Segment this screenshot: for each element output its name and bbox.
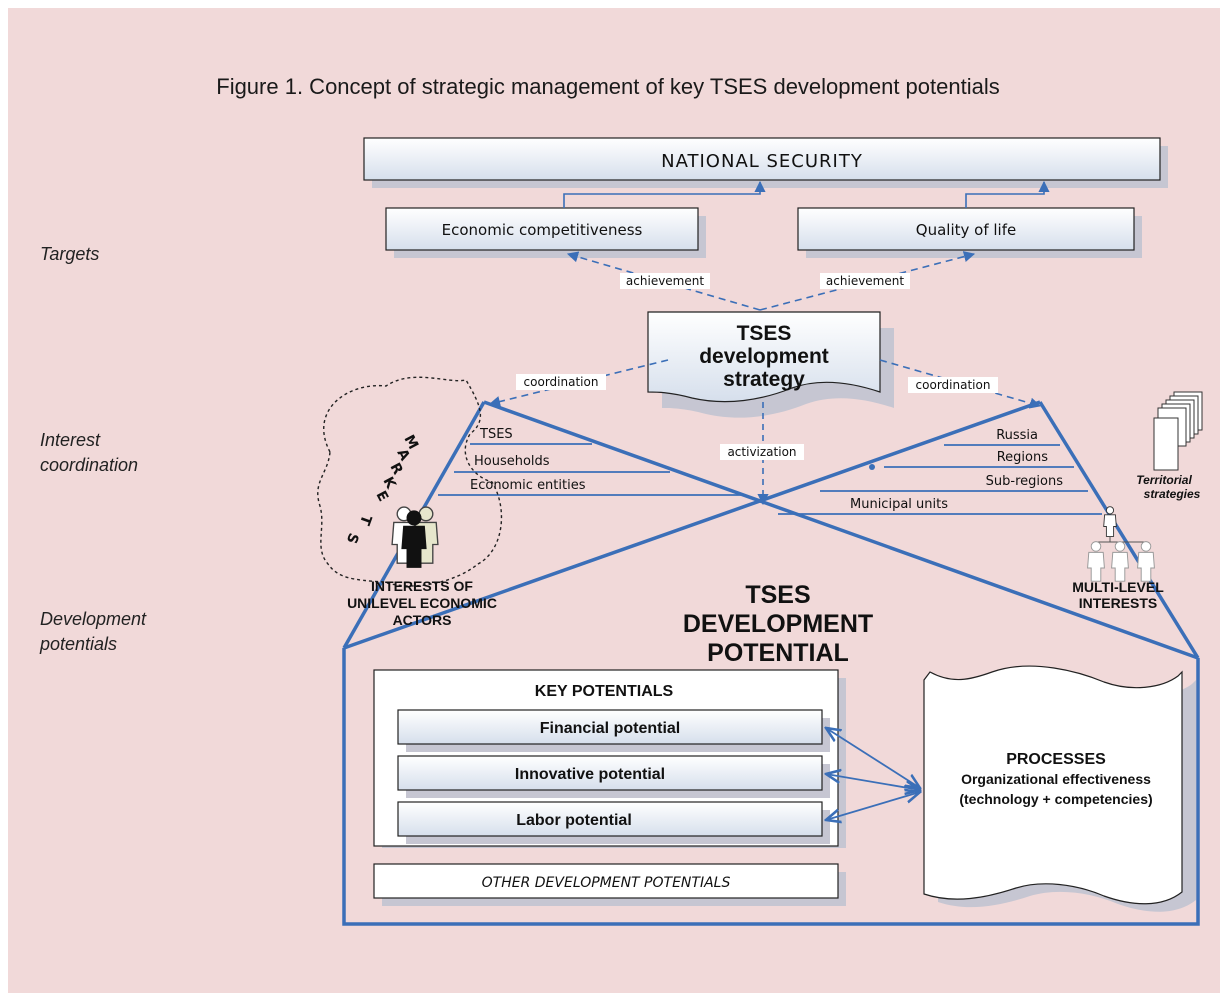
economic-competitiveness-label: Economic competitiveness xyxy=(442,221,643,239)
potential-frame xyxy=(342,400,1200,926)
right-level-subregions: Sub-regions xyxy=(986,474,1064,489)
quality-of-life-box xyxy=(797,207,1135,251)
key-potentials-header: KEY POTENTIALS xyxy=(535,683,674,700)
quality-of-life-label: Quality of life xyxy=(916,221,1016,239)
coordination-right-label: coordination xyxy=(916,378,991,392)
regions-node xyxy=(869,464,875,470)
multilevel-hierarchy-icon xyxy=(1087,506,1155,582)
labor-potential-label: Labor potential xyxy=(516,812,632,829)
financial-potential-label: Financial potential xyxy=(540,720,680,737)
left-level-lines xyxy=(438,443,744,496)
achievement-left-tag xyxy=(620,273,710,289)
arrow-labor-processes xyxy=(826,792,920,820)
innovative-potential-label: Innovative potential xyxy=(515,766,665,783)
markets-letter-r: R xyxy=(386,460,405,477)
markets-letter-t: T xyxy=(356,513,374,528)
left-level-economic-entities: Economic entities xyxy=(470,478,586,493)
labor-potential-box xyxy=(397,801,823,837)
potential-title-line-2: DEVELOPMENT xyxy=(683,610,873,638)
markets-letter-s: S xyxy=(343,531,361,546)
row-label-interest-1: Interest xyxy=(40,430,101,450)
strategy-document xyxy=(647,311,881,403)
processes-line-2: (technology + competencies) xyxy=(959,791,1152,807)
right-level-russia: Russia xyxy=(996,428,1038,443)
territorial-line-2: strategies xyxy=(1144,487,1201,501)
left-level-households: Households xyxy=(474,454,550,469)
national-security-box xyxy=(363,137,1161,181)
right-level-regions: Regions xyxy=(997,450,1049,465)
markets-letter-m: M xyxy=(400,432,421,452)
economic-competitiveness-box xyxy=(385,207,699,251)
other-potentials-label: OTHER DEVELOPMENT POTENTIALS xyxy=(482,875,731,891)
achievement-right-label: achievement xyxy=(826,274,904,288)
row-label-dev-1: Development xyxy=(40,609,147,629)
coordination-left-label: coordination xyxy=(524,375,599,389)
left-caption-line-1: INTERESTS OF xyxy=(371,578,473,594)
row-label-dev-2: potentials xyxy=(39,634,117,654)
strategy-line-1: TSES xyxy=(737,322,792,345)
processes-scroll xyxy=(923,665,1183,905)
right-level-lines xyxy=(778,444,1102,515)
arrow-coordination-left xyxy=(488,359,669,408)
right-level-municipal: Municipal units xyxy=(850,497,948,512)
left-caption-line-2: UNILEVEL ECONOMIC xyxy=(347,595,497,611)
arrow-coordination-right xyxy=(879,359,1042,409)
potential-title-line-3: POTENTIAL xyxy=(707,639,849,667)
markets-cloud xyxy=(317,376,503,587)
potential-title-line-1: TSES xyxy=(745,581,810,609)
activization-label: activization xyxy=(727,445,796,459)
markets-letter-a: A xyxy=(393,446,412,463)
activization-tag xyxy=(720,444,804,460)
strategy-line-2: development xyxy=(699,345,829,368)
concept-diagram: Figure 1. Concept of strategic managemen… xyxy=(39,74,1203,926)
left-level-tses: TSES xyxy=(479,427,513,442)
row-label-interest-2: coordination xyxy=(40,455,138,475)
markets-letter-e: E xyxy=(372,488,391,504)
other-potentials-box xyxy=(373,863,839,899)
right-caption-line-1: MULTI-LEVEL xyxy=(1072,579,1164,595)
achievement-left-label: achievement xyxy=(626,274,704,288)
innovative-potential-box xyxy=(397,755,823,791)
national-security-label: NATIONAL SECURITY xyxy=(661,151,863,172)
left-caption-line-3: ACTORS xyxy=(393,612,452,628)
coordination-right-tag xyxy=(908,377,998,393)
territorial-line-1: Territorial xyxy=(1136,473,1192,487)
figure-title: Figure 1. Concept of strategic managemen… xyxy=(216,74,999,99)
processes-title: PROCESSES xyxy=(1006,751,1106,768)
row-label-targets: Targets xyxy=(40,244,99,264)
figure-frame: Figure 1. Concept of strategic managemen… xyxy=(8,8,1220,993)
achievement-right-tag xyxy=(820,273,910,289)
processes-line-1: Organizational effectiveness xyxy=(961,771,1151,787)
territorial-strategies-icon xyxy=(1153,391,1203,471)
coordination-left-tag xyxy=(516,374,606,390)
financial-potential-box xyxy=(397,709,823,745)
right-caption-line-2: INTERESTS xyxy=(1079,595,1158,611)
arrow-quality-to-security xyxy=(965,180,1050,208)
arrow-competitiveness-to-security xyxy=(563,180,766,208)
arrow-innovative-processes xyxy=(826,774,920,790)
unilevel-actors-icon xyxy=(391,506,439,568)
strategy-line-3: strategy xyxy=(723,368,805,391)
